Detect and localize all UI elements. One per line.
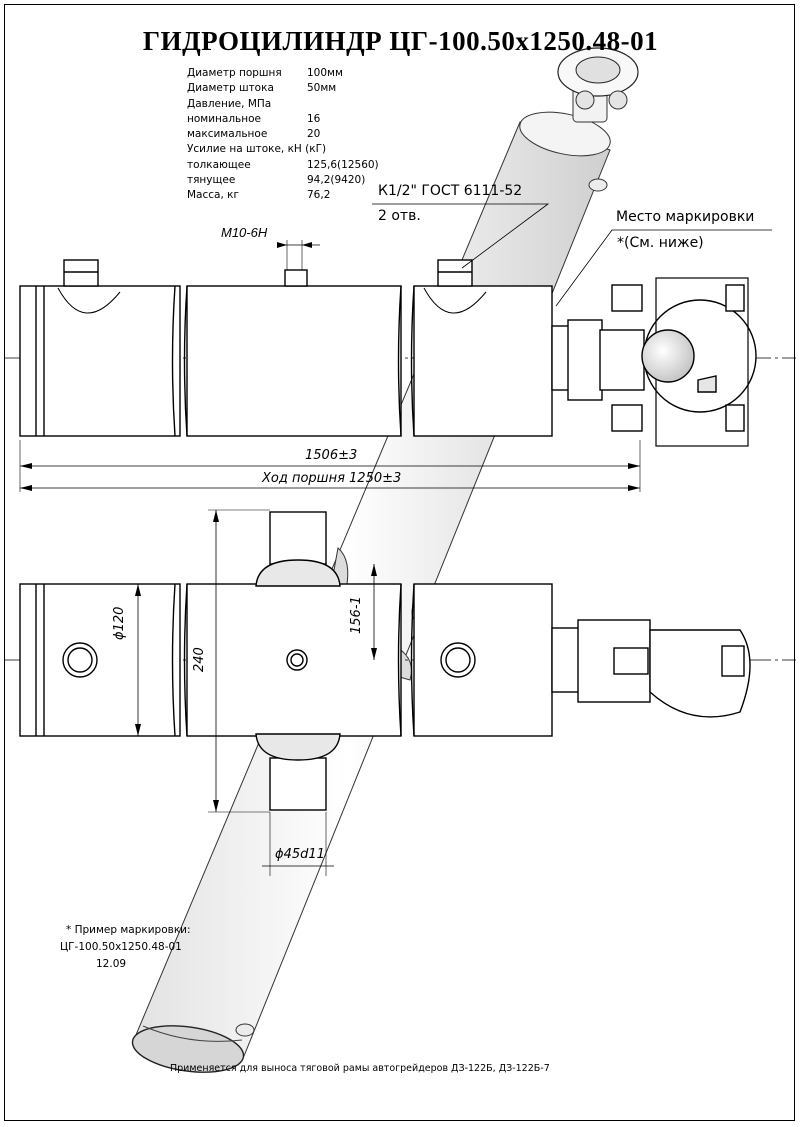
port-spec-label: К1/2" ГОСТ 6111-52	[378, 183, 523, 199]
port-count-label: 2 отв.	[378, 208, 421, 224]
trunnion-span-label: 240	[192, 647, 207, 672]
marking-example-line2: 12.09	[96, 958, 127, 970]
trunnion-diameter-label: ϕ45d11	[275, 847, 325, 862]
bottom-view	[5, 509, 796, 876]
dimension-arrows	[20, 242, 640, 812]
body-diameter-label: ϕ120	[112, 606, 127, 640]
length-label: 1506±3	[305, 448, 358, 463]
stroke-label: Ход поршня 1250±3	[262, 471, 402, 486]
top-view	[5, 203, 796, 492]
trunnion-offset-label: 156-1	[349, 596, 364, 634]
drawing-frame	[4, 4, 795, 1121]
thread-label: М10-6Н	[221, 225, 268, 240]
marking-place-label: Место маркировки	[616, 209, 755, 225]
marking-example-line1: ЦГ-100.50х1250.48-01	[60, 941, 182, 953]
marking-example-heading: * Пример маркировки:	[66, 924, 191, 936]
drawing-title: ГИДРОЦИЛИНДР ЦГ-100.50х1250.48-01	[142, 26, 659, 56]
marking-ref-label: *(См. ниже)	[617, 235, 704, 251]
application-footer: Применяется для выноса тяговой рамы авто…	[170, 1063, 550, 1074]
